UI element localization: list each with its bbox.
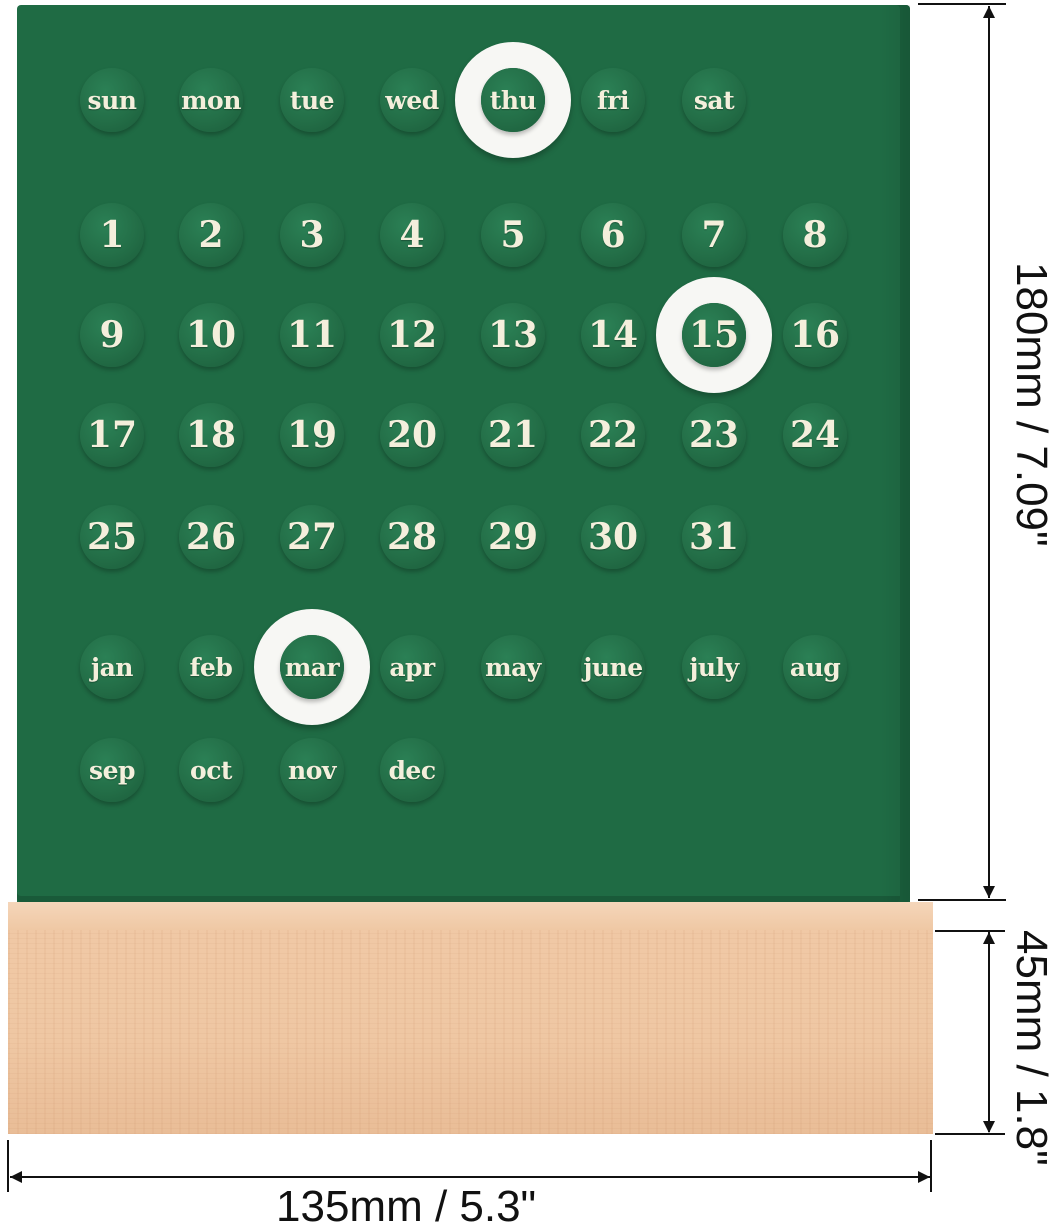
wooden-base-top [8, 902, 933, 930]
date-peg-3[interactable]: 3 [280, 203, 344, 267]
date-peg-18[interactable]: 18 [179, 403, 243, 467]
height-arrow-top [983, 6, 995, 18]
month-peg-mar[interactable]: mar [280, 635, 344, 699]
base-height-arrow-top [983, 932, 995, 944]
day-peg-sun[interactable]: sun [80, 68, 144, 132]
date-peg-17[interactable]: 17 [80, 403, 144, 467]
date-peg-22[interactable]: 22 [581, 403, 645, 467]
date-peg-28[interactable]: 28 [380, 505, 444, 569]
width-left-tick [7, 1140, 9, 1192]
date-peg-30[interactable]: 30 [581, 505, 645, 569]
month-peg-july[interactable]: july [682, 635, 746, 699]
month-peg-jan[interactable]: jan [80, 635, 144, 699]
height-label: 180mm / 7.09" [1007, 262, 1056, 547]
base-height-dimension-line [988, 932, 990, 1132]
height-dimension-bottom-tick [918, 899, 1006, 901]
date-peg-12[interactable]: 12 [380, 303, 444, 367]
height-arrow-bottom [983, 886, 995, 898]
base-height-top-tick [935, 930, 1005, 932]
day-peg-sat[interactable]: sat [682, 68, 746, 132]
base-height-label: 45mm / 1.8" [1007, 930, 1056, 1166]
date-peg-15[interactable]: 15 [682, 303, 746, 367]
width-arrow-right [918, 1171, 930, 1183]
date-peg-6[interactable]: 6 [581, 203, 645, 267]
date-peg-4[interactable]: 4 [380, 203, 444, 267]
date-peg-7[interactable]: 7 [682, 203, 746, 267]
date-peg-14[interactable]: 14 [581, 303, 645, 367]
day-peg-thu[interactable]: thu [481, 68, 545, 132]
date-peg-31[interactable]: 31 [682, 505, 746, 569]
date-peg-1[interactable]: 1 [80, 203, 144, 267]
date-peg-24[interactable]: 24 [783, 403, 847, 467]
day-peg-mon[interactable]: mon [179, 68, 243, 132]
date-peg-29[interactable]: 29 [481, 505, 545, 569]
width-label: 135mm / 5.3" [276, 1182, 537, 1231]
month-peg-aug[interactable]: aug [783, 635, 847, 699]
date-peg-8[interactable]: 8 [783, 203, 847, 267]
month-peg-sep[interactable]: sep [80, 738, 144, 802]
date-peg-11[interactable]: 11 [280, 303, 344, 367]
month-peg-june[interactable]: june [581, 635, 645, 699]
day-peg-wed[interactable]: wed [380, 68, 444, 132]
month-peg-may[interactable]: may [481, 635, 545, 699]
height-dimension-line [988, 6, 990, 898]
date-peg-16[interactable]: 16 [783, 303, 847, 367]
date-peg-21[interactable]: 21 [481, 403, 545, 467]
date-peg-27[interactable]: 27 [280, 505, 344, 569]
day-peg-fri[interactable]: fri [581, 68, 645, 132]
month-peg-dec[interactable]: dec [380, 738, 444, 802]
day-peg-tue[interactable]: tue [280, 68, 344, 132]
month-peg-oct[interactable]: oct [179, 738, 243, 802]
width-dimension-line [10, 1176, 930, 1178]
month-peg-nov[interactable]: nov [280, 738, 344, 802]
date-peg-2[interactable]: 2 [179, 203, 243, 267]
date-peg-23[interactable]: 23 [682, 403, 746, 467]
date-peg-26[interactable]: 26 [179, 505, 243, 569]
date-peg-5[interactable]: 5 [481, 203, 545, 267]
date-peg-9[interactable]: 9 [80, 303, 144, 367]
calendar-board [17, 5, 910, 902]
date-peg-25[interactable]: 25 [80, 505, 144, 569]
date-peg-20[interactable]: 20 [380, 403, 444, 467]
month-peg-feb[interactable]: feb [179, 635, 243, 699]
height-dimension-top-tick [918, 3, 1006, 5]
month-peg-apr[interactable]: apr [380, 635, 444, 699]
date-peg-19[interactable]: 19 [280, 403, 344, 467]
base-height-bottom-tick [935, 1133, 1005, 1135]
base-height-arrow-bottom [983, 1121, 995, 1133]
date-peg-10[interactable]: 10 [179, 303, 243, 367]
width-arrow-left [10, 1171, 22, 1183]
width-right-tick [930, 1140, 932, 1192]
wooden-base [8, 902, 933, 1134]
date-peg-13[interactable]: 13 [481, 303, 545, 367]
